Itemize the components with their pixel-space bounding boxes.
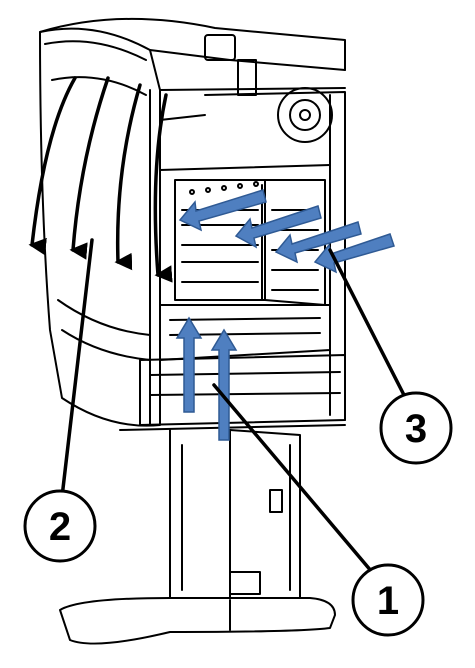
callout-2: 2 bbox=[23, 489, 97, 563]
leader-line-1 bbox=[212, 383, 374, 574]
convection-airflow-arrow-icon bbox=[28, 76, 173, 283]
leader-line-2 bbox=[60, 238, 94, 499]
callout-1: 1 bbox=[351, 563, 425, 637]
leader-line-3 bbox=[328, 248, 407, 399]
callout-3: 3 bbox=[379, 391, 453, 465]
callout-1-label: 1 bbox=[377, 579, 399, 623]
callout-3-label: 3 bbox=[405, 407, 427, 451]
callout-leaders bbox=[60, 238, 407, 574]
callout-2-label: 2 bbox=[49, 505, 71, 549]
primary-air-arrow-icon bbox=[175, 316, 238, 441]
